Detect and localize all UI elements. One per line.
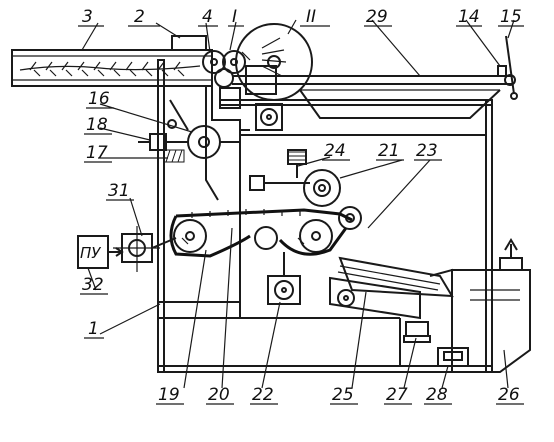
label-17: 17 [86, 143, 108, 163]
feed-conveyor [11, 49, 213, 87]
label-26: 26 [498, 385, 520, 405]
control-unit: ПУ [77, 235, 124, 269]
label-23: 23 [416, 141, 438, 161]
leader-lines [81, 19, 515, 389]
clamping-rollers [202, 50, 246, 88]
label-20: 20 [208, 385, 230, 405]
label-29: 29 [366, 7, 388, 27]
label-22: 22 [252, 385, 274, 405]
collection-container [429, 238, 531, 373]
motor-27 [403, 321, 431, 343]
drive-wheel-assembly [138, 99, 250, 163]
machine-frame [157, 59, 493, 373]
hopper [171, 35, 241, 201]
label-11: II [306, 7, 316, 27]
label-2: 2 [134, 7, 145, 27]
motor-28 [437, 347, 469, 367]
drum-drive-box [219, 87, 283, 131]
label-21: 21 [378, 141, 400, 161]
label-28: 28 [426, 385, 448, 405]
label-32: 32 [82, 275, 104, 295]
label-I: I [232, 7, 237, 27]
label-1: 1 [88, 319, 99, 339]
stripping-drum [235, 23, 313, 101]
label-underlines [78, 25, 524, 405]
label-4: 4 [202, 7, 213, 27]
label-16: 16 [88, 89, 110, 109]
label-31: 31 [108, 181, 130, 201]
label-15: 15 [500, 7, 522, 27]
sieve-separator [329, 256, 454, 320]
part-labels: 3 2 4 I II 29 14 15 16 18 17 24 21 23 31… [82, 7, 522, 405]
sensor-31 [113, 226, 177, 272]
label-14: 14 [458, 7, 480, 27]
control-unit-label: ПУ [80, 244, 101, 262]
plant-stems [19, 61, 201, 77]
label-25: 25 [332, 385, 354, 405]
label-27: 27 [386, 385, 408, 405]
stripping-belt [169, 208, 353, 258]
label-18: 18 [86, 115, 108, 135]
upper-conveyor [232, 35, 518, 119]
label-3: 3 [82, 7, 93, 27]
collector-box [267, 252, 301, 305]
label-24: 24 [324, 141, 346, 161]
label-19: 19 [158, 385, 180, 405]
gear-assembly [249, 149, 362, 230]
